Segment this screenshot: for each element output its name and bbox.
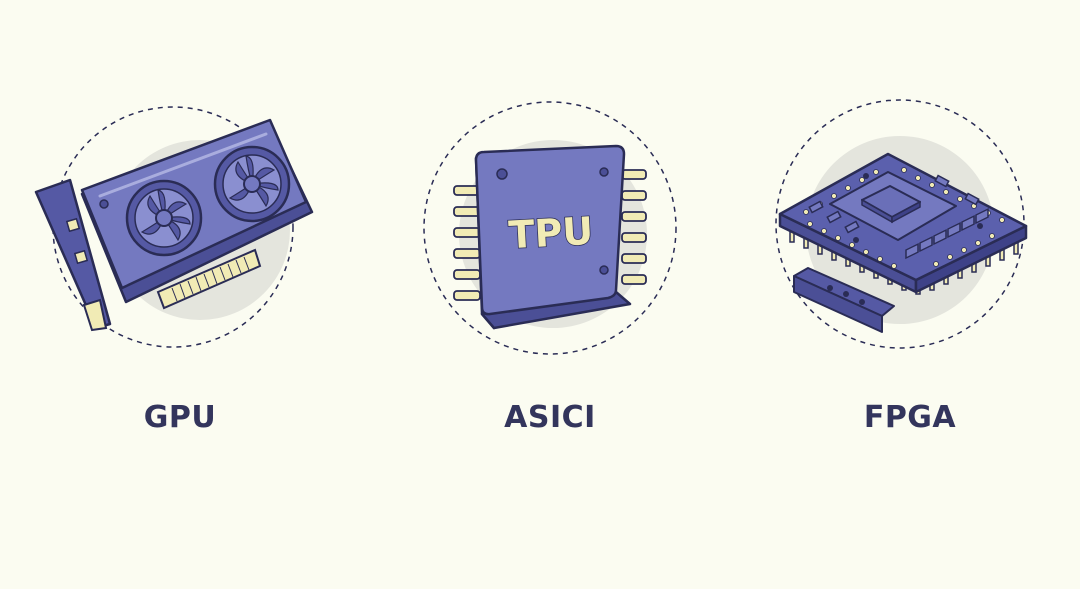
graphics-card-icon [34,106,314,348]
fpga-card: FPGA [770,99,1050,460]
fpga-label: FPGA [863,400,957,435]
fan-left-icon [125,179,203,257]
tpu-chip-icon: TPU [423,101,677,355]
asic-card: TPU ASICI [410,100,690,460]
fan-right-icon [213,145,291,223]
asic-label: ASICI [504,400,596,435]
gpu-card: GPU [34,100,320,460]
gpu-label: GPU [143,400,217,435]
tpu-chip-text: TPU [508,209,595,257]
fpga-board-icon [775,99,1028,349]
